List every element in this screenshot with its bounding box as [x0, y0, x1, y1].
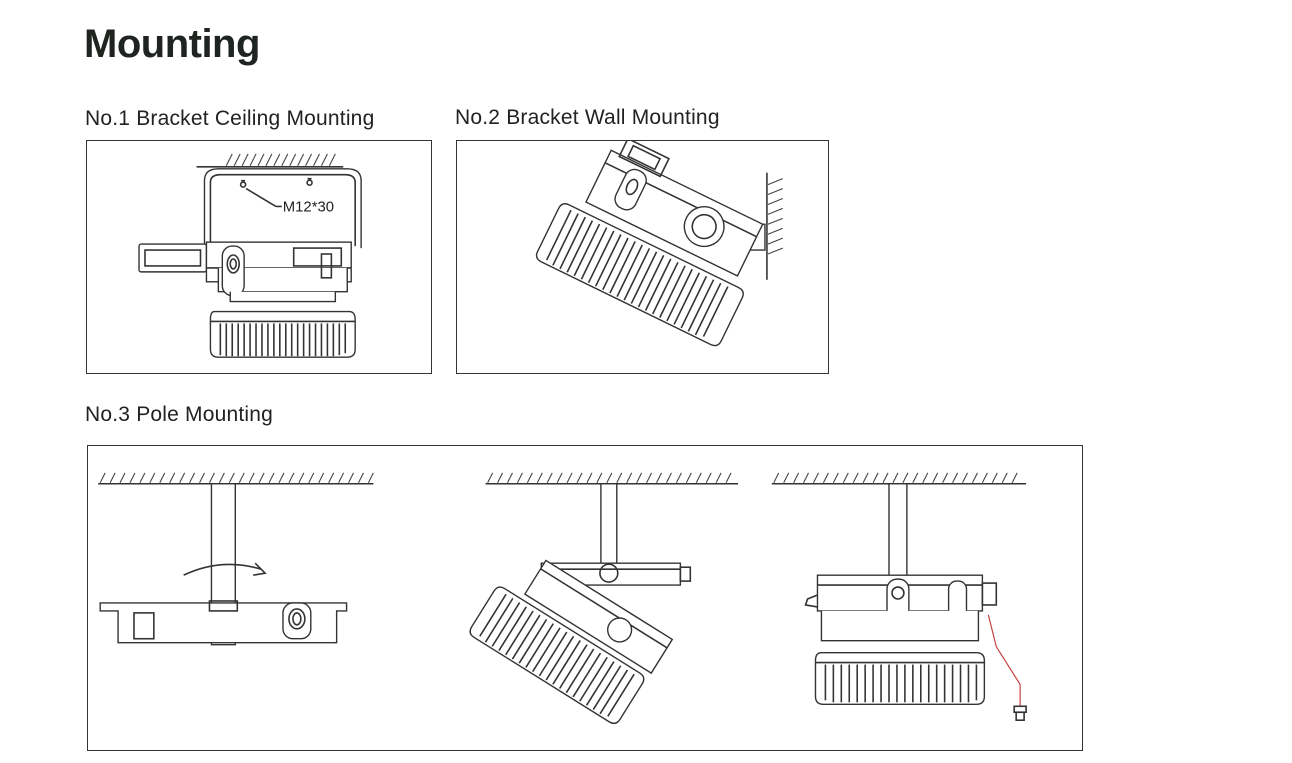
figure-bracket-ceiling: M12*30	[86, 140, 432, 374]
bolt-callout: M12*30	[283, 199, 334, 215]
pole-step-2	[469, 472, 738, 725]
figure-bracket-wall	[456, 140, 829, 374]
pole-step-1	[98, 472, 374, 646]
caption-bracket-wall: No.2 Bracket Wall Mounting	[455, 106, 720, 129]
figure-pole-mounting	[87, 445, 1083, 751]
ceiling-hatch	[196, 153, 344, 168]
heatsink	[209, 310, 356, 358]
page-title: Mounting	[84, 22, 260, 66]
pole-step-3	[771, 472, 1027, 721]
ceiling-mount-drawing: M12*30	[138, 153, 362, 358]
u-bracket	[203, 168, 362, 249]
wall-hatch	[766, 172, 783, 280]
pole-mount-drawing	[98, 472, 1027, 725]
caption-bracket-ceiling: No.1 Bracket Ceiling Mounting	[85, 107, 375, 130]
caption-pole-mounting: No.3 Pole Mounting	[85, 403, 274, 426]
wall-mount-drawing	[535, 141, 783, 347]
